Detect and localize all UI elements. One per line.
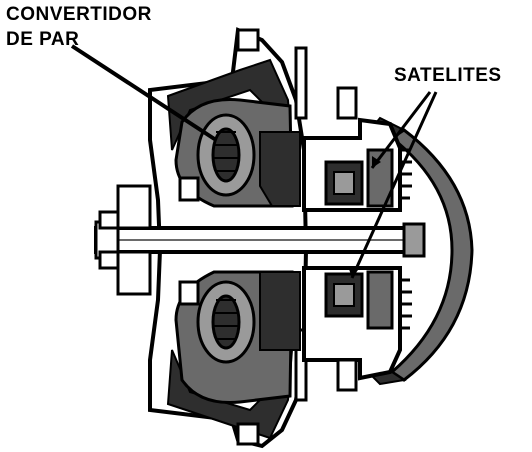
upper-turbine (174, 97, 294, 208)
planetary-gearset (302, 86, 412, 392)
label-torque-converter-line1: CONVERTIDOR (6, 4, 152, 25)
input-shaft (94, 184, 426, 296)
label-planet-gears: SATELITES (394, 65, 502, 86)
leader-lines (70, 44, 438, 279)
stator (259, 131, 301, 351)
label-torque-converter-line2: DE PAR (6, 29, 80, 50)
